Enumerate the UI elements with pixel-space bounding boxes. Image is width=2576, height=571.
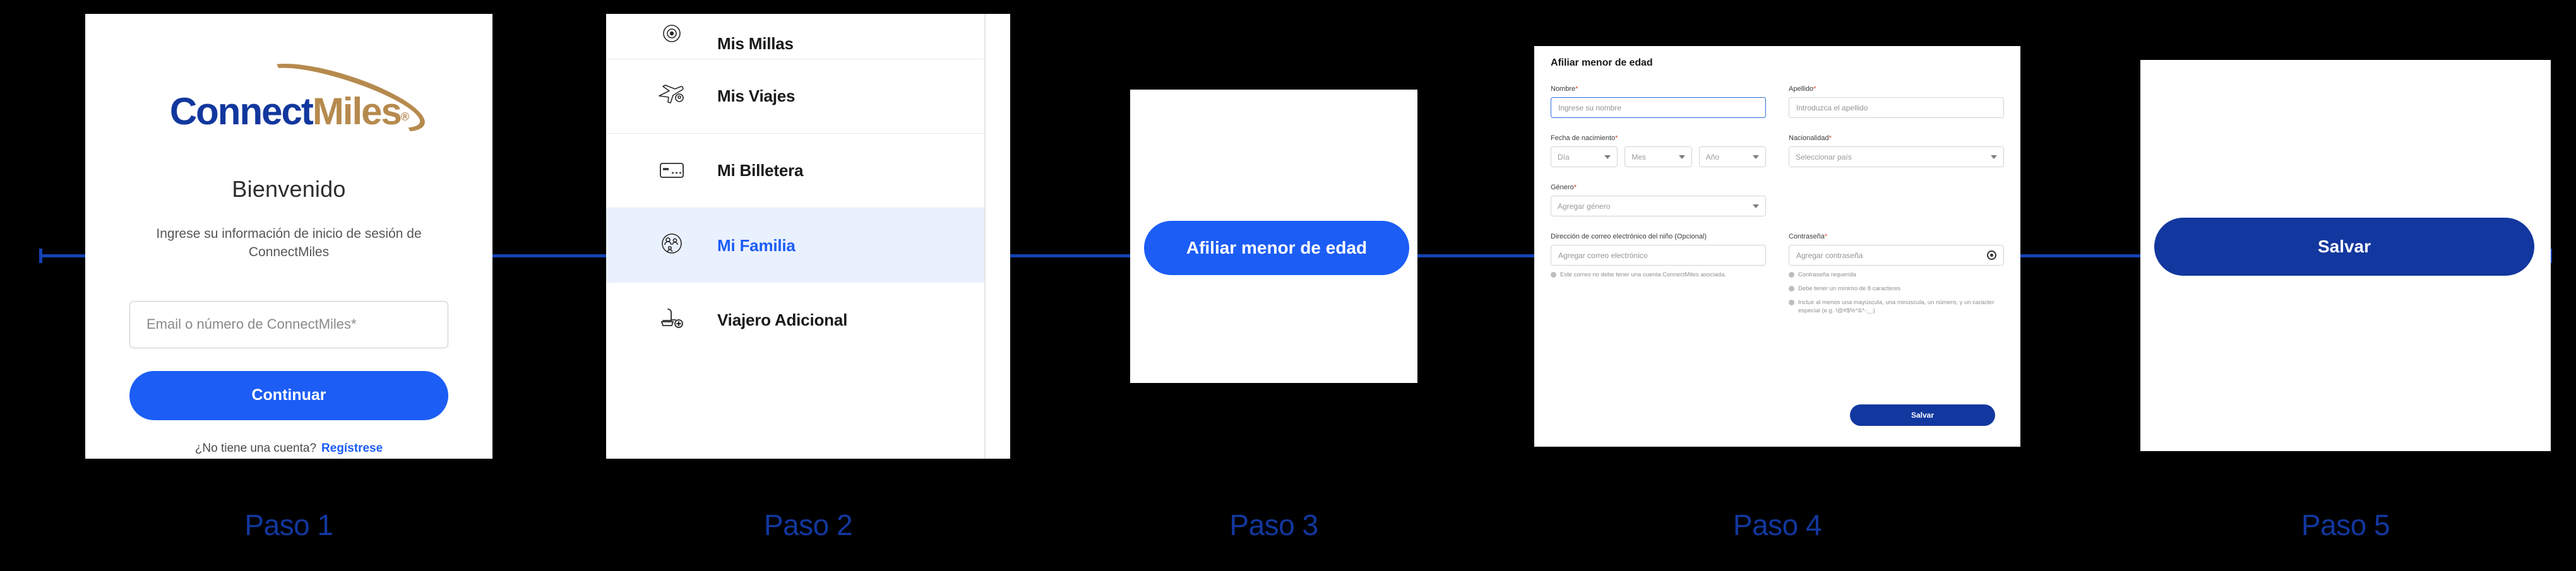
sidebar-item-mis-viajes[interactable]: Mis Viajes: [606, 59, 985, 134]
family-group-icon: [657, 231, 691, 260]
password-input[interactable]: Agregar contraseña: [1789, 245, 2004, 266]
dob-label: Fecha de nacimiento*: [1551, 134, 1618, 142]
continue-button[interactable]: Continuar: [129, 370, 448, 420]
chevron-down-icon: [1604, 155, 1611, 159]
chevron-down-icon: [1752, 155, 1759, 159]
first-name-input[interactable]: Ingrese su nombre: [1551, 97, 1766, 118]
sidebar-label: Mi Familia: [717, 235, 796, 255]
bullet-dot-icon: [1789, 299, 1794, 305]
login-subtitle: Ingrese su información de inicio de sesi…: [156, 227, 422, 259]
panel-affiliate-cta: Afiliar menor de edad: [1130, 90, 1417, 383]
password-rule-text: Contraseña requerida: [1798, 271, 1856, 278]
step-caption-1: Paso 1: [244, 509, 333, 541]
sidebar-label: Mi Billetera: [717, 161, 804, 180]
miles-target-icon: [657, 25, 691, 54]
register-link[interactable]: Regístrese: [321, 441, 383, 455]
panel-login: ConnectMiles® Bienvenido Ingrese su info…: [85, 14, 492, 459]
sidebar-label: Mis Viajes: [717, 86, 796, 105]
dob-year-select[interactable]: Año: [1698, 146, 1766, 167]
signup-question: ¿No tiene una cuenta?: [194, 441, 317, 455]
form-row-credentials: Dirección de correo electrónico del niño…: [1551, 233, 2004, 315]
dob-selects: Día Mes Año: [1551, 146, 1766, 167]
logo-connect-word: Connect: [169, 90, 314, 132]
registered-mark: ®: [400, 110, 409, 123]
chevron-down-icon: [1991, 155, 1997, 159]
save-button-large[interactable]: Salvar: [2154, 218, 2534, 276]
save-button[interactable]: Salvar: [1850, 404, 1995, 426]
form-row-dob-nationality: Fecha de nacimiento* Día Mes Año: [1551, 134, 2004, 167]
first-name-label: Nombre*: [1551, 85, 1578, 93]
password-label: Contraseña*: [1789, 233, 1828, 240]
step-caption-2: Paso 2: [763, 509, 853, 541]
required-marker: *: [1573, 184, 1577, 191]
afiliar-menor-button[interactable]: Afiliar menor de edad: [1144, 221, 1409, 275]
last-name-label: Apellido*: [1789, 85, 1816, 93]
form-row-gender: Género* Agregar género: [1551, 184, 2004, 216]
connectmiles-logo: ConnectMiles®: [141, 50, 438, 146]
gender-select[interactable]: Agregar género: [1551, 196, 1766, 216]
info-dot-icon: [1551, 272, 1556, 278]
password-rule: Incluir al menos una mayúscula, una minú…: [1789, 298, 2004, 316]
step-caption-4: Paso 4: [1732, 509, 1822, 541]
bullet-dot-icon: [1789, 272, 1794, 278]
nationality-select[interactable]: Seleccionar país: [1789, 146, 2004, 167]
email-input-placeholder: Email o número de ConnectMiles*: [146, 316, 357, 333]
last-name-input[interactable]: Introduzca el apellido: [1789, 97, 2004, 118]
child-email-placeholder: Agregar correo electrónico: [1558, 250, 1648, 260]
required-marker: *: [1813, 85, 1816, 93]
nationality-label: Nacionalidad*: [1789, 134, 1832, 142]
password-rule-text: Incluir al menos una mayúscula, una minú…: [1798, 298, 1995, 315]
sidebar-item-viajero-adicional[interactable]: Viajero Adicional: [606, 283, 985, 357]
bullet-dot-icon: [1789, 285, 1794, 291]
nationality-value: Seleccionar país: [1796, 152, 1852, 162]
child-email-hint-text: Este correo no debe tener una cuenta Con…: [1560, 271, 1726, 278]
connector-cap-left: [39, 249, 42, 263]
sidebar-label: Viajero Adicional: [717, 310, 848, 329]
welcome-heading: Bienvenido: [232, 176, 346, 202]
sidebar-item-mis-millas[interactable]: Mis Millas: [606, 14, 985, 59]
logo-miles-word: Miles: [312, 90, 402, 132]
email-input[interactable]: Email o número de ConnectMiles*: [129, 300, 448, 348]
panel-save-confirm: Salvar: [2140, 60, 2551, 451]
sidebar-label: Mis Millas: [717, 34, 794, 53]
required-marker: *: [1575, 85, 1578, 93]
credit-card-icon: [657, 156, 691, 185]
required-marker: *: [1828, 134, 1832, 142]
chevron-down-icon: [1678, 155, 1685, 159]
last-name-placeholder: Introduzca el apellido: [1796, 103, 1868, 112]
step-caption-3: Paso 3: [1229, 509, 1318, 541]
sidebar-divider: [984, 14, 986, 459]
dob-month-value: Mes: [1631, 152, 1646, 162]
dob-year-value: Año: [1705, 152, 1720, 162]
dob-day-value: Día: [1558, 152, 1570, 162]
logo-text: ConnectMiles®: [141, 93, 438, 131]
dob-day-select[interactable]: Día: [1551, 146, 1618, 167]
form-row-names: Nombre* Ingrese su nombre Apellido* Intr…: [1551, 85, 2004, 118]
password-rule: Debe tener un mínimo de 8 caracteres: [1789, 285, 2004, 293]
signup-row: ¿No tiene una cuenta? Regístrese: [118, 442, 460, 456]
chevron-down-icon: [1753, 204, 1759, 208]
form-title: Afiliar menor de edad: [1551, 57, 1653, 68]
first-name-placeholder: Ingrese su nombre: [1558, 103, 1622, 112]
panel-minor-form: Afiliar menor de edad Nombre* Ingrese su…: [1534, 46, 2020, 447]
gender-value: Agregar género: [1558, 201, 1611, 211]
gender-label: Género*: [1551, 184, 1577, 191]
eye-toggle-icon[interactable]: [1987, 250, 1996, 260]
child-email-label: Dirección de correo electrónico del niño…: [1551, 233, 1707, 240]
child-email-hint: Este correo no debe tener una cuenta Con…: [1551, 271, 1766, 280]
required-marker: *: [1615, 134, 1618, 142]
sidebar-item-mi-billetera[interactable]: Mi Billetera: [606, 134, 985, 208]
step-caption-5: Paso 5: [2301, 509, 2390, 541]
dob-month-select[interactable]: Mes: [1625, 146, 1692, 167]
panel-sidebar-menu: Mis Millas Mis Viajes: [606, 14, 1010, 459]
sidebar-item-mi-familia[interactable]: Mi Familia: [606, 208, 985, 283]
seat-plus-icon: [657, 305, 691, 334]
password-rule: Contraseña requerida: [1789, 271, 2004, 280]
child-email-input[interactable]: Agregar correo electrónico: [1551, 245, 1766, 266]
airplane-pin-icon: [657, 82, 691, 111]
password-placeholder: Agregar contraseña: [1796, 250, 1863, 260]
password-rule-text: Debe tener un mínimo de 8 caracteres: [1798, 285, 1901, 292]
required-marker: *: [1824, 233, 1828, 240]
